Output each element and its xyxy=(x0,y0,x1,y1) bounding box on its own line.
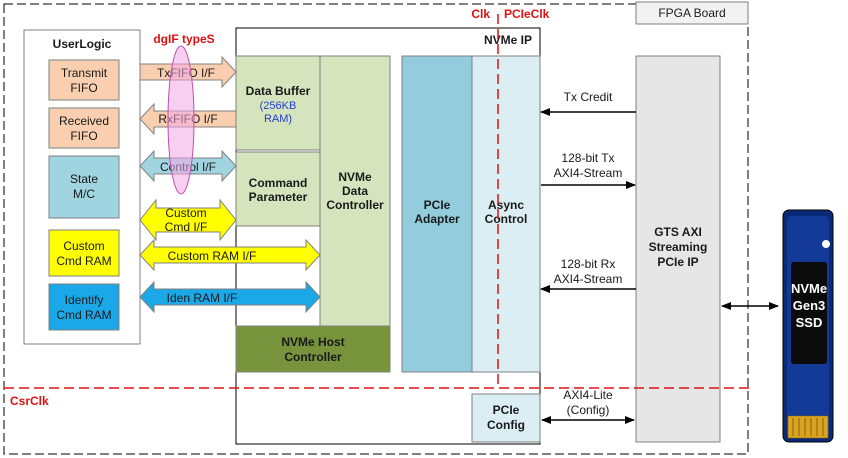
pcie-adapter-block xyxy=(401,55,473,373)
ssd-label-2: Gen3 xyxy=(793,298,826,313)
transmit-fifo-label-2: FIFO xyxy=(70,81,97,95)
tx-stream-label-2: AXI4-Stream xyxy=(554,166,623,180)
iden-ram-interface-label: Iden RAM I/F xyxy=(167,291,238,305)
rx-stream-label-1: 128-bit Rx xyxy=(561,257,616,271)
gts-label-1: GTS AXI xyxy=(654,225,702,239)
host-controller-label-1: NVMe Host xyxy=(281,335,344,349)
dgif-label: dgIF typeS xyxy=(153,32,214,46)
userlogic-title: UserLogic xyxy=(53,37,112,51)
data-controller-label-2: Data xyxy=(342,184,368,198)
async-control-block xyxy=(471,55,541,373)
state-mc-label-2: M/C xyxy=(73,187,95,201)
nvme-ip-title: NVMe IP xyxy=(484,33,532,47)
pcie-config-label-1: PCIe xyxy=(493,403,520,417)
state-mc-block xyxy=(48,155,120,219)
gts-label-3: PCIe IP xyxy=(657,255,698,269)
tx-credit-label: Tx Credit xyxy=(564,90,613,104)
state-mc-label-1: State xyxy=(70,172,98,186)
fpga-board-border xyxy=(3,3,749,455)
fpga-board-label: FPGA Board xyxy=(658,6,725,20)
received-fifo-label-2: FIFO xyxy=(70,129,97,143)
identify-cmd-ram-label-2: Cmd RAM xyxy=(56,308,111,322)
fpga-board-tag xyxy=(635,1,749,25)
command-parameter-label-1: Command xyxy=(249,176,308,190)
data-buffer-size-2: RAM) xyxy=(264,113,292,125)
ssd-mount-hole xyxy=(822,240,830,248)
custom-cmd-interface-label-2: Cmd I/F xyxy=(165,220,208,234)
custom-cmd-ram-block xyxy=(48,229,120,277)
data-buffer-label: Data Buffer xyxy=(246,84,311,98)
ssd-label-1: NVMe xyxy=(791,281,827,296)
axi-lite-label-2: (Config) xyxy=(567,403,610,417)
transmit-fifo-label-1: Transmit xyxy=(61,66,108,80)
host-controller-label-2: Controller xyxy=(284,350,342,364)
data-buffer-block xyxy=(235,55,321,151)
received-fifo-block xyxy=(48,107,120,149)
gts-axi-pcie-ip-block xyxy=(635,55,721,443)
ssd-chip xyxy=(791,262,827,364)
command-parameter-label-2: Parameter xyxy=(249,190,308,204)
received-fifo-label-1: Received xyxy=(59,114,109,128)
async-control-label-1: Async xyxy=(488,198,524,212)
command-parameter-block xyxy=(235,151,321,227)
rx-stream-label-2: AXI4-Stream xyxy=(554,272,623,286)
data-controller-label-1: NVMe xyxy=(338,170,372,184)
ssd-connector xyxy=(787,415,829,439)
pcieclk-label: PCIeClk xyxy=(504,7,550,21)
dgif-ellipse xyxy=(167,45,195,195)
nvme-ssd: NVMe Gen3 SSD xyxy=(782,209,834,443)
pcie-config-block xyxy=(471,393,541,443)
iden-ram-interface-arrow xyxy=(139,280,321,314)
custom-ram-interface-label: Custom RAM I/F xyxy=(168,249,257,263)
async-control-label-2: Control xyxy=(485,212,528,226)
csrclk-label: CsrClk xyxy=(10,394,49,408)
tx-stream-label-1: 128-bit Tx xyxy=(561,151,614,165)
pcie-config-label-2: Config xyxy=(487,418,525,432)
custom-cmd-interface-label-1: Custom xyxy=(165,206,206,220)
ssd-label-3: SSD xyxy=(796,315,823,330)
pcie-adapter-label-1: PCIe xyxy=(424,198,451,212)
identify-cmd-ram-label-1: Identify xyxy=(65,293,104,307)
custom-ram-interface-arrow xyxy=(139,238,321,272)
pcie-adapter-label-2: Adapter xyxy=(414,212,460,226)
identify-cmd-ram-block xyxy=(48,283,120,331)
clk-label: Clk xyxy=(471,7,490,21)
custom-cmd-ram-label-1: Custom xyxy=(63,239,104,253)
data-buffer-size-1: (256KB xyxy=(260,100,297,112)
transmit-fifo-block xyxy=(48,59,120,101)
gts-label-2: Streaming xyxy=(649,240,708,254)
data-controller-label-3: Controller xyxy=(326,198,384,212)
nvme-host-controller-block xyxy=(235,325,391,373)
custom-cmd-interface-arrow xyxy=(139,198,237,242)
axi-lite-label-1: AXI4-Lite xyxy=(563,388,613,402)
custom-cmd-ram-label-2: Cmd RAM xyxy=(56,254,111,268)
